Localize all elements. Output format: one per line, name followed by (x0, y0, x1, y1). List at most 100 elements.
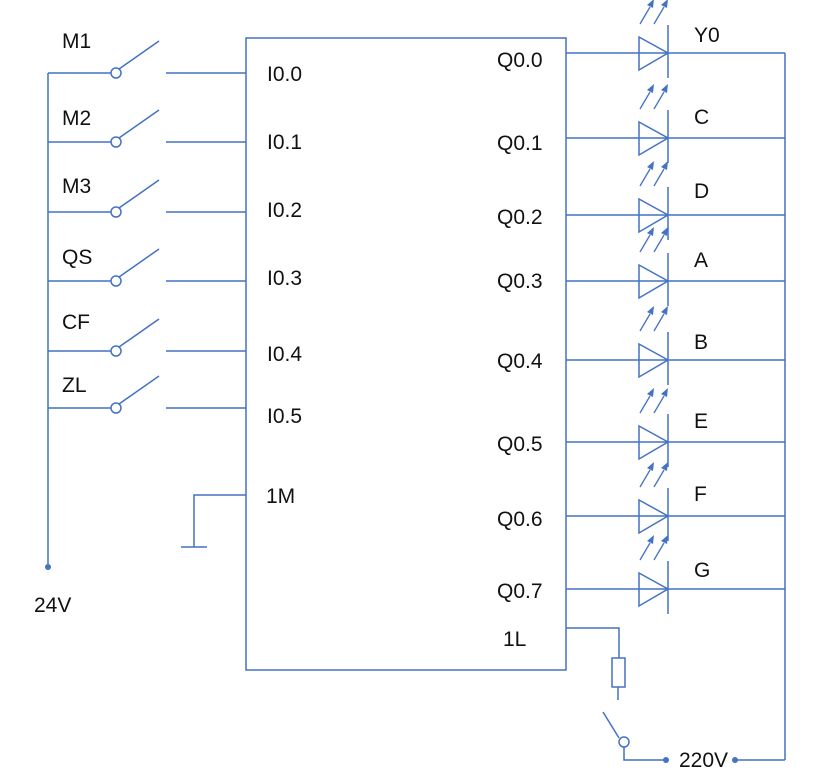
led-label: A (694, 249, 708, 272)
light-arrowhead-icon (647, 0, 654, 8)
switch-lever (118, 109, 160, 139)
led-triangle (638, 197, 670, 234)
output-terminal-label: Q0.7 (497, 580, 543, 603)
common-input-label: 1M (266, 485, 295, 508)
common-output-label: 1L (503, 628, 526, 651)
output-terminal-label: Q0.2 (497, 206, 543, 229)
led-label: E (694, 410, 708, 433)
light-arrow-icon (653, 168, 665, 187)
switch-label: QS (62, 246, 92, 269)
light-arrow-icon (653, 234, 665, 253)
switch-pivot (110, 206, 122, 218)
output-led-row: Q0.5 E (497, 388, 785, 467)
light-arrowhead-icon (647, 462, 654, 471)
light-arrowhead-icon (647, 535, 654, 544)
led-label: F (694, 483, 707, 506)
supply-terminal-left (663, 757, 669, 763)
led-label: C (694, 106, 709, 129)
switch-pivot (110, 345, 122, 357)
led-triangle (638, 571, 670, 608)
switch-lever (118, 375, 160, 405)
light-arrowhead-icon (661, 388, 668, 397)
light-arrowhead-icon (661, 0, 668, 8)
led-triangle (638, 424, 670, 461)
supply-terminal-right (732, 757, 738, 763)
light-arrow-icon (653, 91, 665, 110)
output-led-row: Q0.7 G (497, 535, 785, 614)
led-triangle (638, 120, 670, 157)
light-arrowhead-icon (647, 84, 654, 93)
switch-pivot (110, 402, 122, 414)
light-arrowhead-icon (661, 161, 668, 170)
light-arrow-icon (639, 168, 651, 187)
light-arrow-icon (653, 6, 665, 25)
led-triangle (638, 498, 670, 535)
input-switch-row: QS I0.3 (48, 246, 302, 290)
light-arrow-icon (639, 542, 651, 561)
switch-label: ZL (62, 374, 87, 397)
light-arrowhead-icon (661, 227, 668, 236)
light-arrow-icon (653, 395, 665, 414)
output-terminal-label: Q0.4 (497, 350, 543, 373)
supply-left-label: 24V (34, 594, 71, 617)
switch-pivot (110, 136, 122, 148)
led-label: B (694, 331, 708, 354)
output-led-row: Q0.6 F (497, 462, 785, 541)
light-arrowhead-icon (661, 84, 668, 93)
light-arrow-icon (639, 234, 651, 253)
input-terminal-label: I0.1 (267, 131, 302, 154)
light-arrow-icon (653, 542, 665, 561)
output-supply-circuit (566, 627, 785, 763)
light-arrowhead-icon (647, 306, 654, 315)
input-terminal-label: I0.4 (267, 343, 302, 366)
light-arrow-icon (639, 6, 651, 25)
light-arrow-icon (639, 91, 651, 110)
switch-label: M2 (62, 107, 91, 130)
light-arrowhead-icon (661, 535, 668, 544)
switch-pivot (110, 67, 122, 79)
led-label: G (694, 559, 710, 582)
switch-lever (118, 179, 160, 209)
output-terminal-label: Q0.6 (497, 508, 543, 531)
switch-lever (118, 248, 160, 278)
supply-right-label: 220V (679, 749, 728, 772)
light-arrow-icon (653, 469, 665, 488)
input-terminal-label: I0.5 (267, 405, 302, 428)
led-label: D (694, 180, 709, 203)
resistor (611, 657, 626, 688)
led-triangle (638, 263, 670, 300)
light-arrowhead-icon (647, 227, 654, 236)
light-arrowhead-icon (647, 388, 654, 397)
switch-lever (118, 318, 160, 348)
output-led-row: Q0.2 D (497, 161, 785, 240)
input-terminal-label: I0.0 (267, 63, 302, 86)
switch-label: M3 (62, 175, 91, 198)
input-terminal-label: I0.3 (267, 267, 302, 290)
ground-symbol (181, 494, 246, 548)
output-terminal-label: Q0.5 (497, 433, 543, 456)
output-terminal-label: Q0.3 (497, 270, 543, 293)
light-arrow-icon (639, 469, 651, 488)
led-label: Y0 (694, 24, 720, 47)
output-led-row: Q0.4 B (497, 306, 785, 385)
led-triangle (638, 342, 670, 379)
output-terminal-label: Q0.1 (497, 132, 543, 155)
output-led-row: Q0.0Y0 (497, 0, 785, 78)
switch-label: M1 (62, 30, 91, 53)
output-led-row: Q0.1 C (497, 84, 785, 163)
light-arrowhead-icon (661, 306, 668, 315)
plc-box (245, 37, 567, 671)
light-arrowhead-icon (661, 462, 668, 471)
left-supply-terminal (45, 564, 51, 570)
light-arrow-icon (639, 395, 651, 414)
input-switch-row: ZL I0.5 (48, 374, 302, 428)
led-triangle (638, 35, 670, 72)
input-terminal-label: I0.2 (267, 199, 302, 222)
supply-switch-pivot (618, 736, 630, 748)
